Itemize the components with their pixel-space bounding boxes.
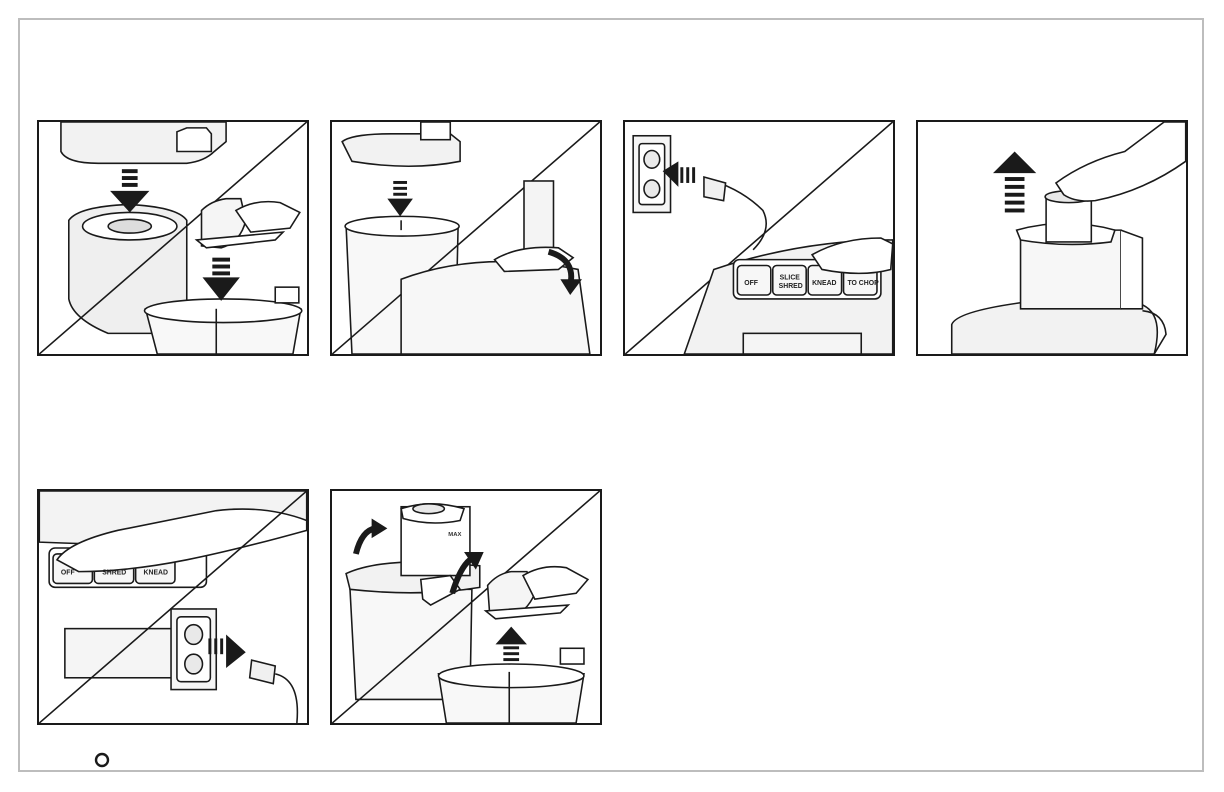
remove-pusher-illustration (918, 122, 1186, 354)
panel-remove-pusher (916, 120, 1188, 356)
knead-button-label: KNEAD (144, 570, 168, 577)
unplug-illustration: OFF SHRED KNEAD (39, 491, 307, 723)
panel-attach-blade (37, 120, 309, 356)
panel-remove-lid-blade: MAX (330, 489, 602, 725)
attach-blade-illustration (39, 122, 307, 354)
panel-unplug: OFF SHRED KNEAD (37, 489, 309, 725)
shred-button-label: SHRED (102, 570, 126, 577)
down-arrow-icon (202, 258, 239, 301)
knead-button-label: KNEAD (812, 280, 836, 287)
up-arrow-icon (993, 151, 1036, 212)
up-arrow-icon (495, 627, 526, 661)
shred-button-label: SHRED (779, 283, 803, 290)
plug-in-illustration: OFF SLICE SHRED KNEAD TO CHOP (625, 122, 893, 354)
off-button-label: OFF (744, 280, 758, 287)
panel-lock-lid (330, 120, 602, 356)
slice-button-label: SLICE (780, 274, 801, 281)
page-marker-circle-icon (93, 751, 111, 769)
panel-plug-in: OFF SLICE SHRED KNEAD TO CHOP (623, 120, 895, 356)
off-button-label: OFF (61, 570, 75, 577)
lock-lid-illustration (332, 122, 600, 354)
remove-lid-blade-illustration: MAX (332, 491, 600, 723)
max-fill-label: MAX (448, 532, 461, 538)
down-arrow-icon (387, 181, 413, 216)
chop-button-label: TO CHOP (847, 280, 879, 287)
